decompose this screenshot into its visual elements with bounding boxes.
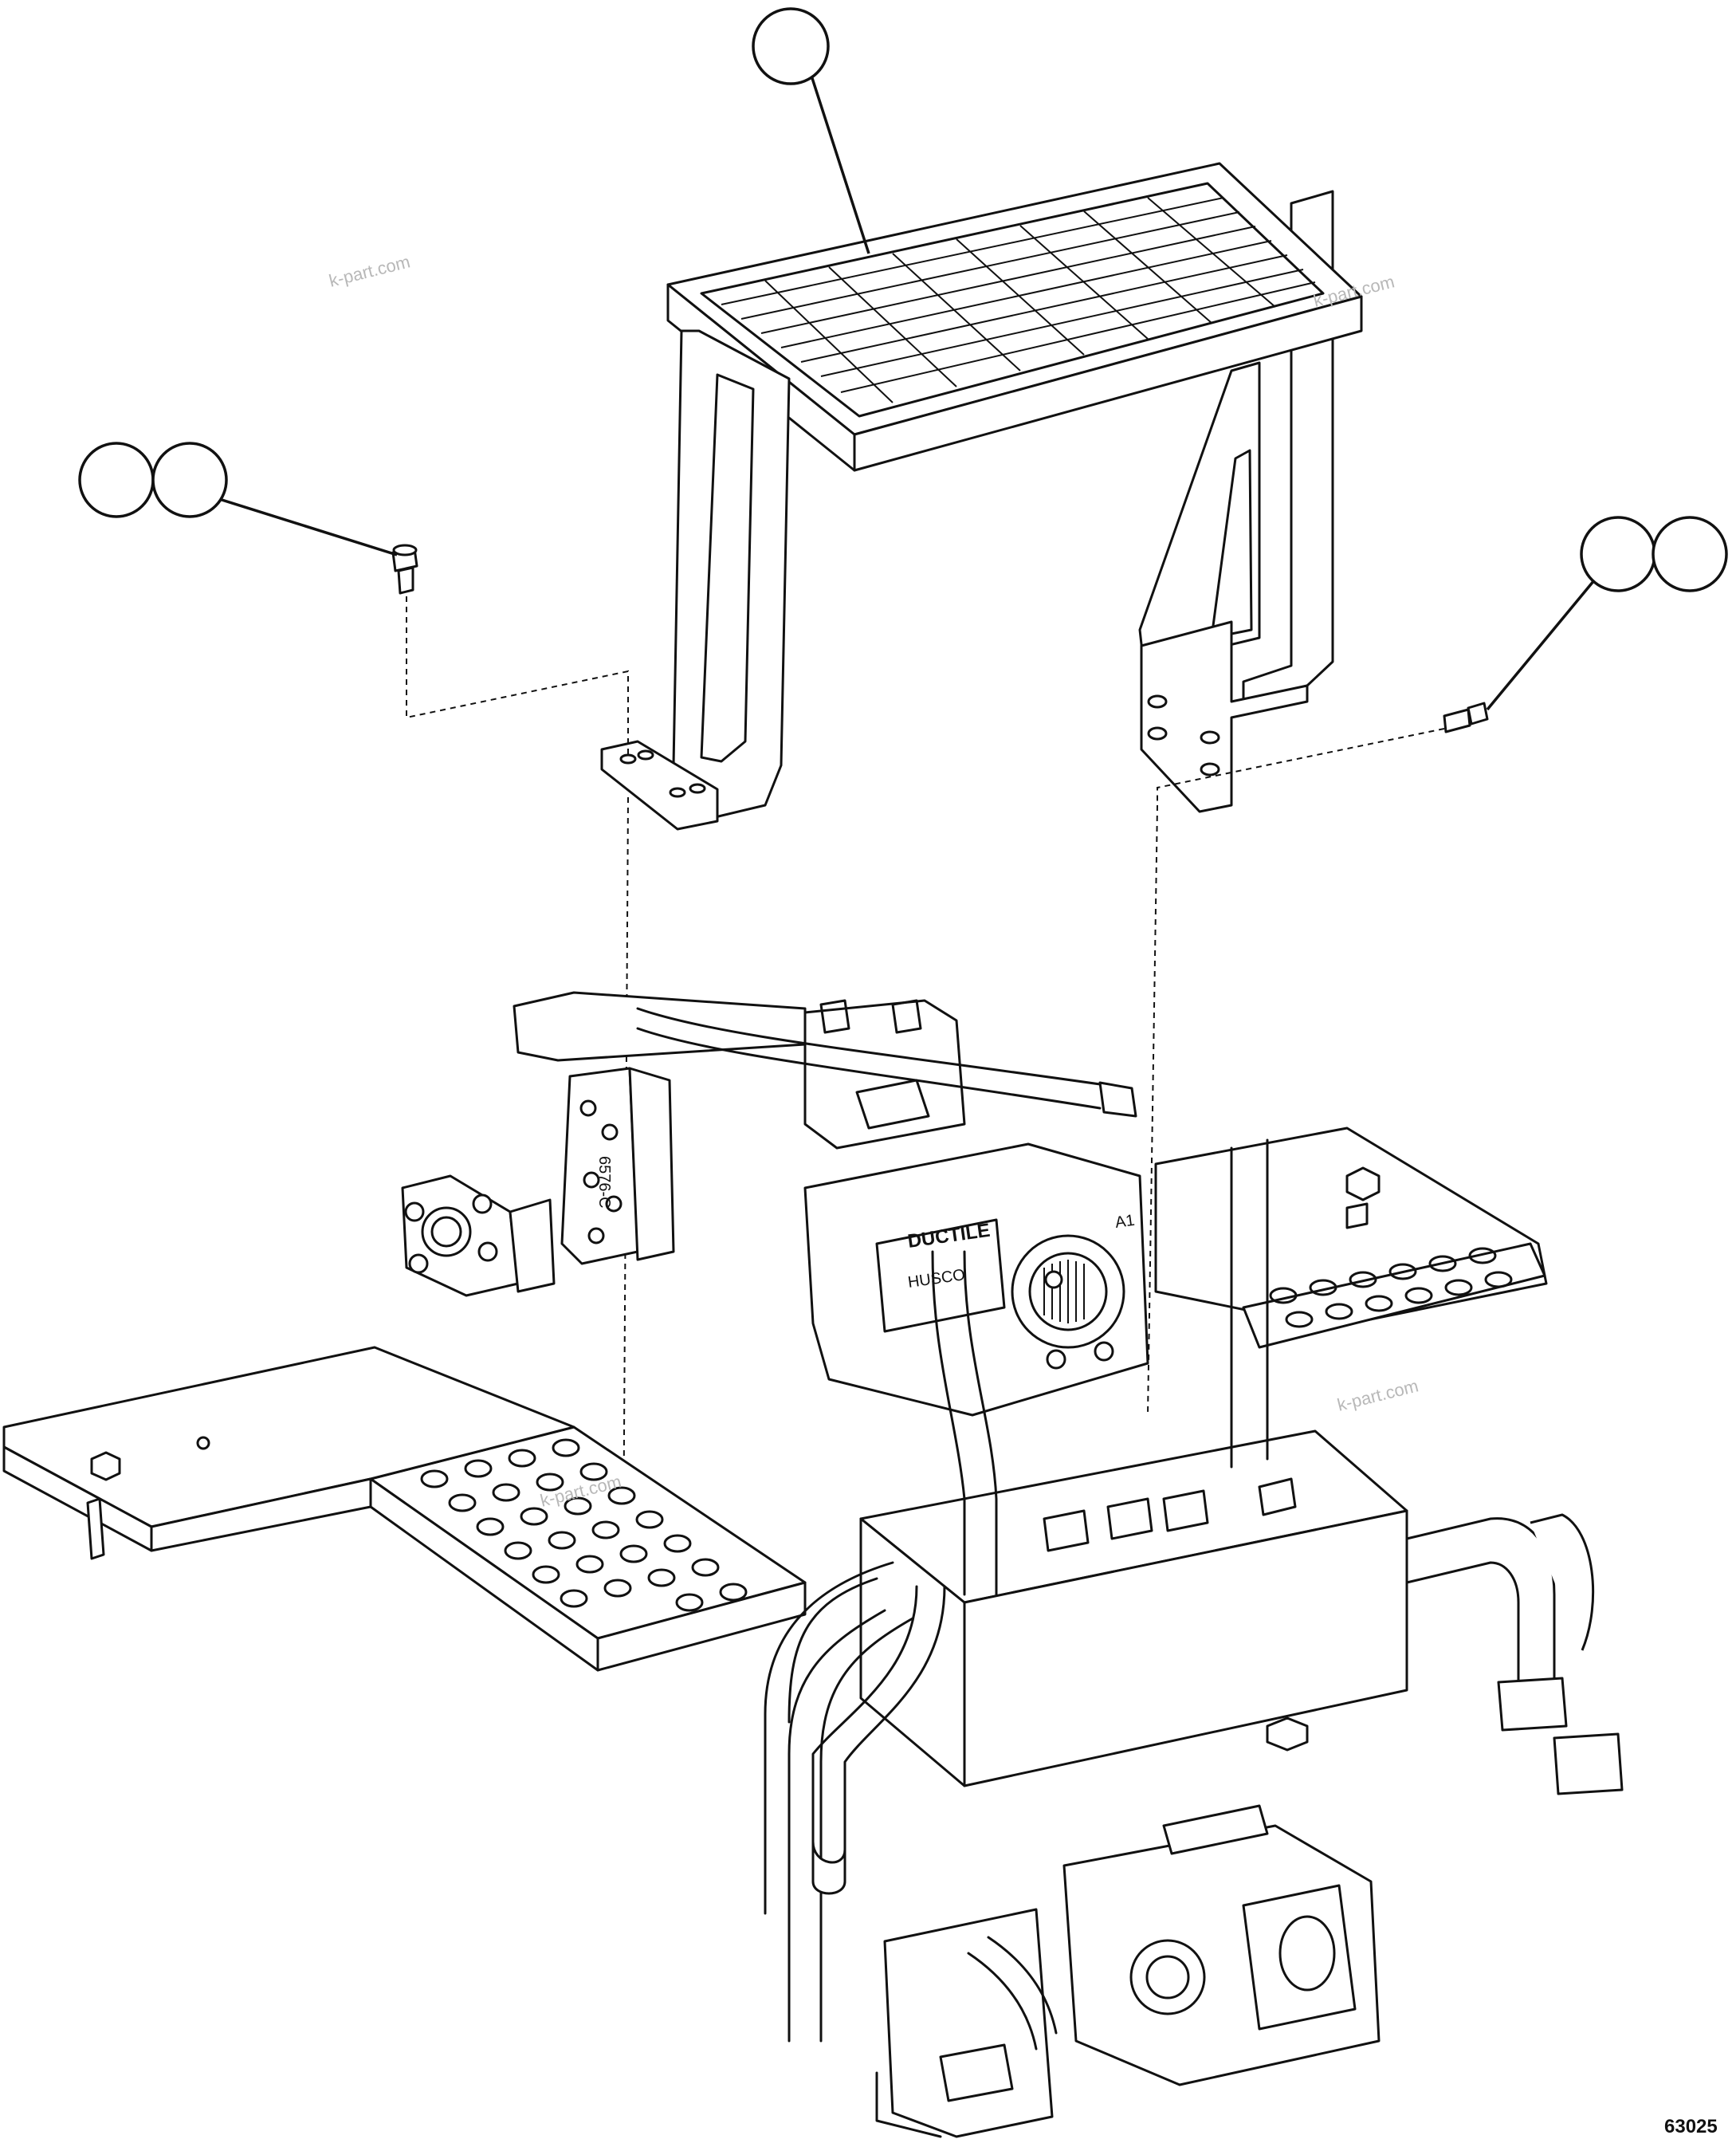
hydraulic-assembly: 6576-C DUCTILE HUSCO A1 (2, 991, 1624, 2138)
callout-right-bolt (1580, 516, 1656, 592)
drawing-number: 63025 (1664, 2116, 1718, 2137)
svg-text:6576-C: 6576-C (595, 1156, 613, 1209)
callouts (78, 7, 1728, 711)
left-bolt (391, 544, 418, 595)
alignment-lines (406, 596, 1445, 1563)
port-mark-text: A1 (1114, 1212, 1136, 1232)
watermark-1: k-part.com (327, 251, 412, 290)
callout-left-bolt (78, 442, 155, 518)
grating-pattern (721, 197, 1316, 403)
right-bolt (1443, 702, 1489, 733)
callout-right-washer (1652, 516, 1728, 592)
perforated-plate-right (1269, 1247, 1513, 1328)
watermark-3: k-part.com (1335, 1375, 1420, 1414)
callout-left-washer (151, 442, 228, 518)
callout-step-platform (752, 7, 830, 85)
perforated-plate-left (420, 1438, 748, 1612)
step-platform (600, 162, 1363, 831)
